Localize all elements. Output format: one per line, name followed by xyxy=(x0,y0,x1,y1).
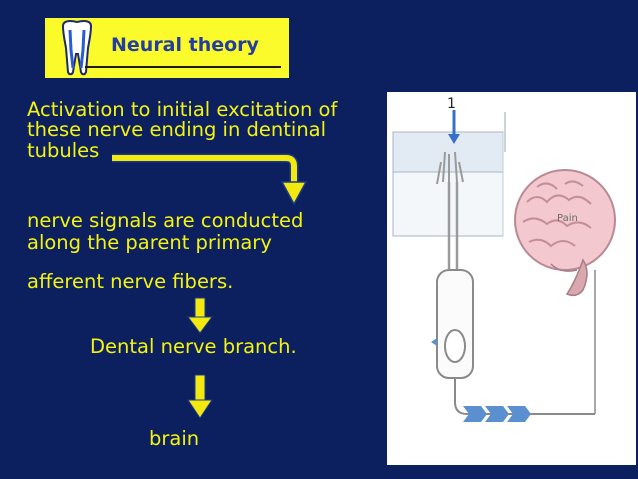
text3: Dental nerve branch. xyxy=(90,335,297,358)
text1-line3: tubules xyxy=(27,139,100,162)
brain-icon xyxy=(514,169,616,297)
text4: brain xyxy=(149,427,200,450)
text2-line1: nerve signals are conducted xyxy=(27,209,304,232)
slide-title: Neural theory xyxy=(111,34,259,56)
bent-arrow-icon xyxy=(112,153,308,206)
text1-line2: these nerve ending in dentinal xyxy=(27,118,327,141)
tooth-icon xyxy=(61,20,93,76)
number-label: 1 xyxy=(447,96,456,112)
nerve-diagram: Pain 1 xyxy=(387,92,636,465)
title-underline xyxy=(85,66,281,68)
text1-line1: Activation to initial excitation of xyxy=(27,98,338,121)
brain-label: Pain xyxy=(557,213,578,224)
text2-line3: afferent nerve fibers. xyxy=(27,270,234,293)
down-arrow-icon xyxy=(187,297,213,334)
text2-line2: along the parent primary xyxy=(27,231,272,254)
title-box: Neural theory xyxy=(45,18,289,78)
nerve-cell-icon: Pain 1 xyxy=(392,96,616,422)
down-arrow-icon xyxy=(187,374,213,419)
